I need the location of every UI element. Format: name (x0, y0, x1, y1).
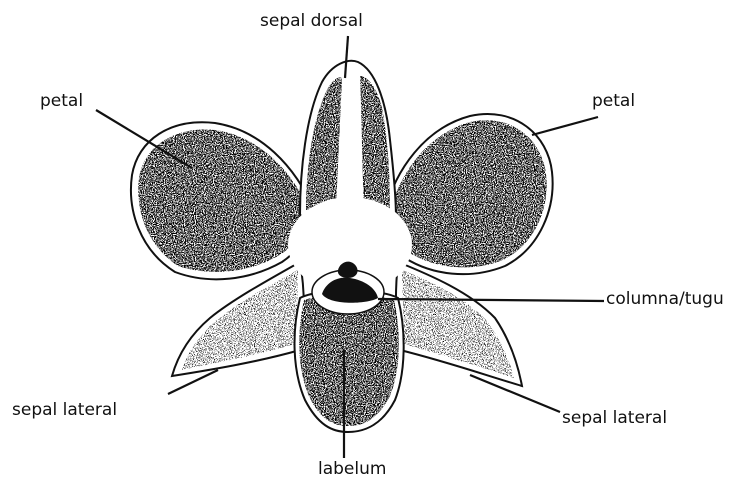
leader-line-petal-right (532, 117, 598, 135)
sepal-lateral-right (396, 262, 522, 386)
sepal-lateral-left (172, 262, 304, 376)
label-petal-right: petal (592, 93, 635, 110)
label-sepal-lateral-right: sepal lateral (562, 410, 667, 427)
label-sepal-dorsal: sepal dorsal (260, 13, 363, 30)
label-labelum: labelum (318, 461, 386, 478)
label-columna: columna/tugu (606, 291, 724, 308)
label-petal-left: petal (40, 93, 83, 110)
label-sepal-lateral-left: sepal lateral (12, 402, 117, 419)
petal-left (131, 122, 315, 279)
